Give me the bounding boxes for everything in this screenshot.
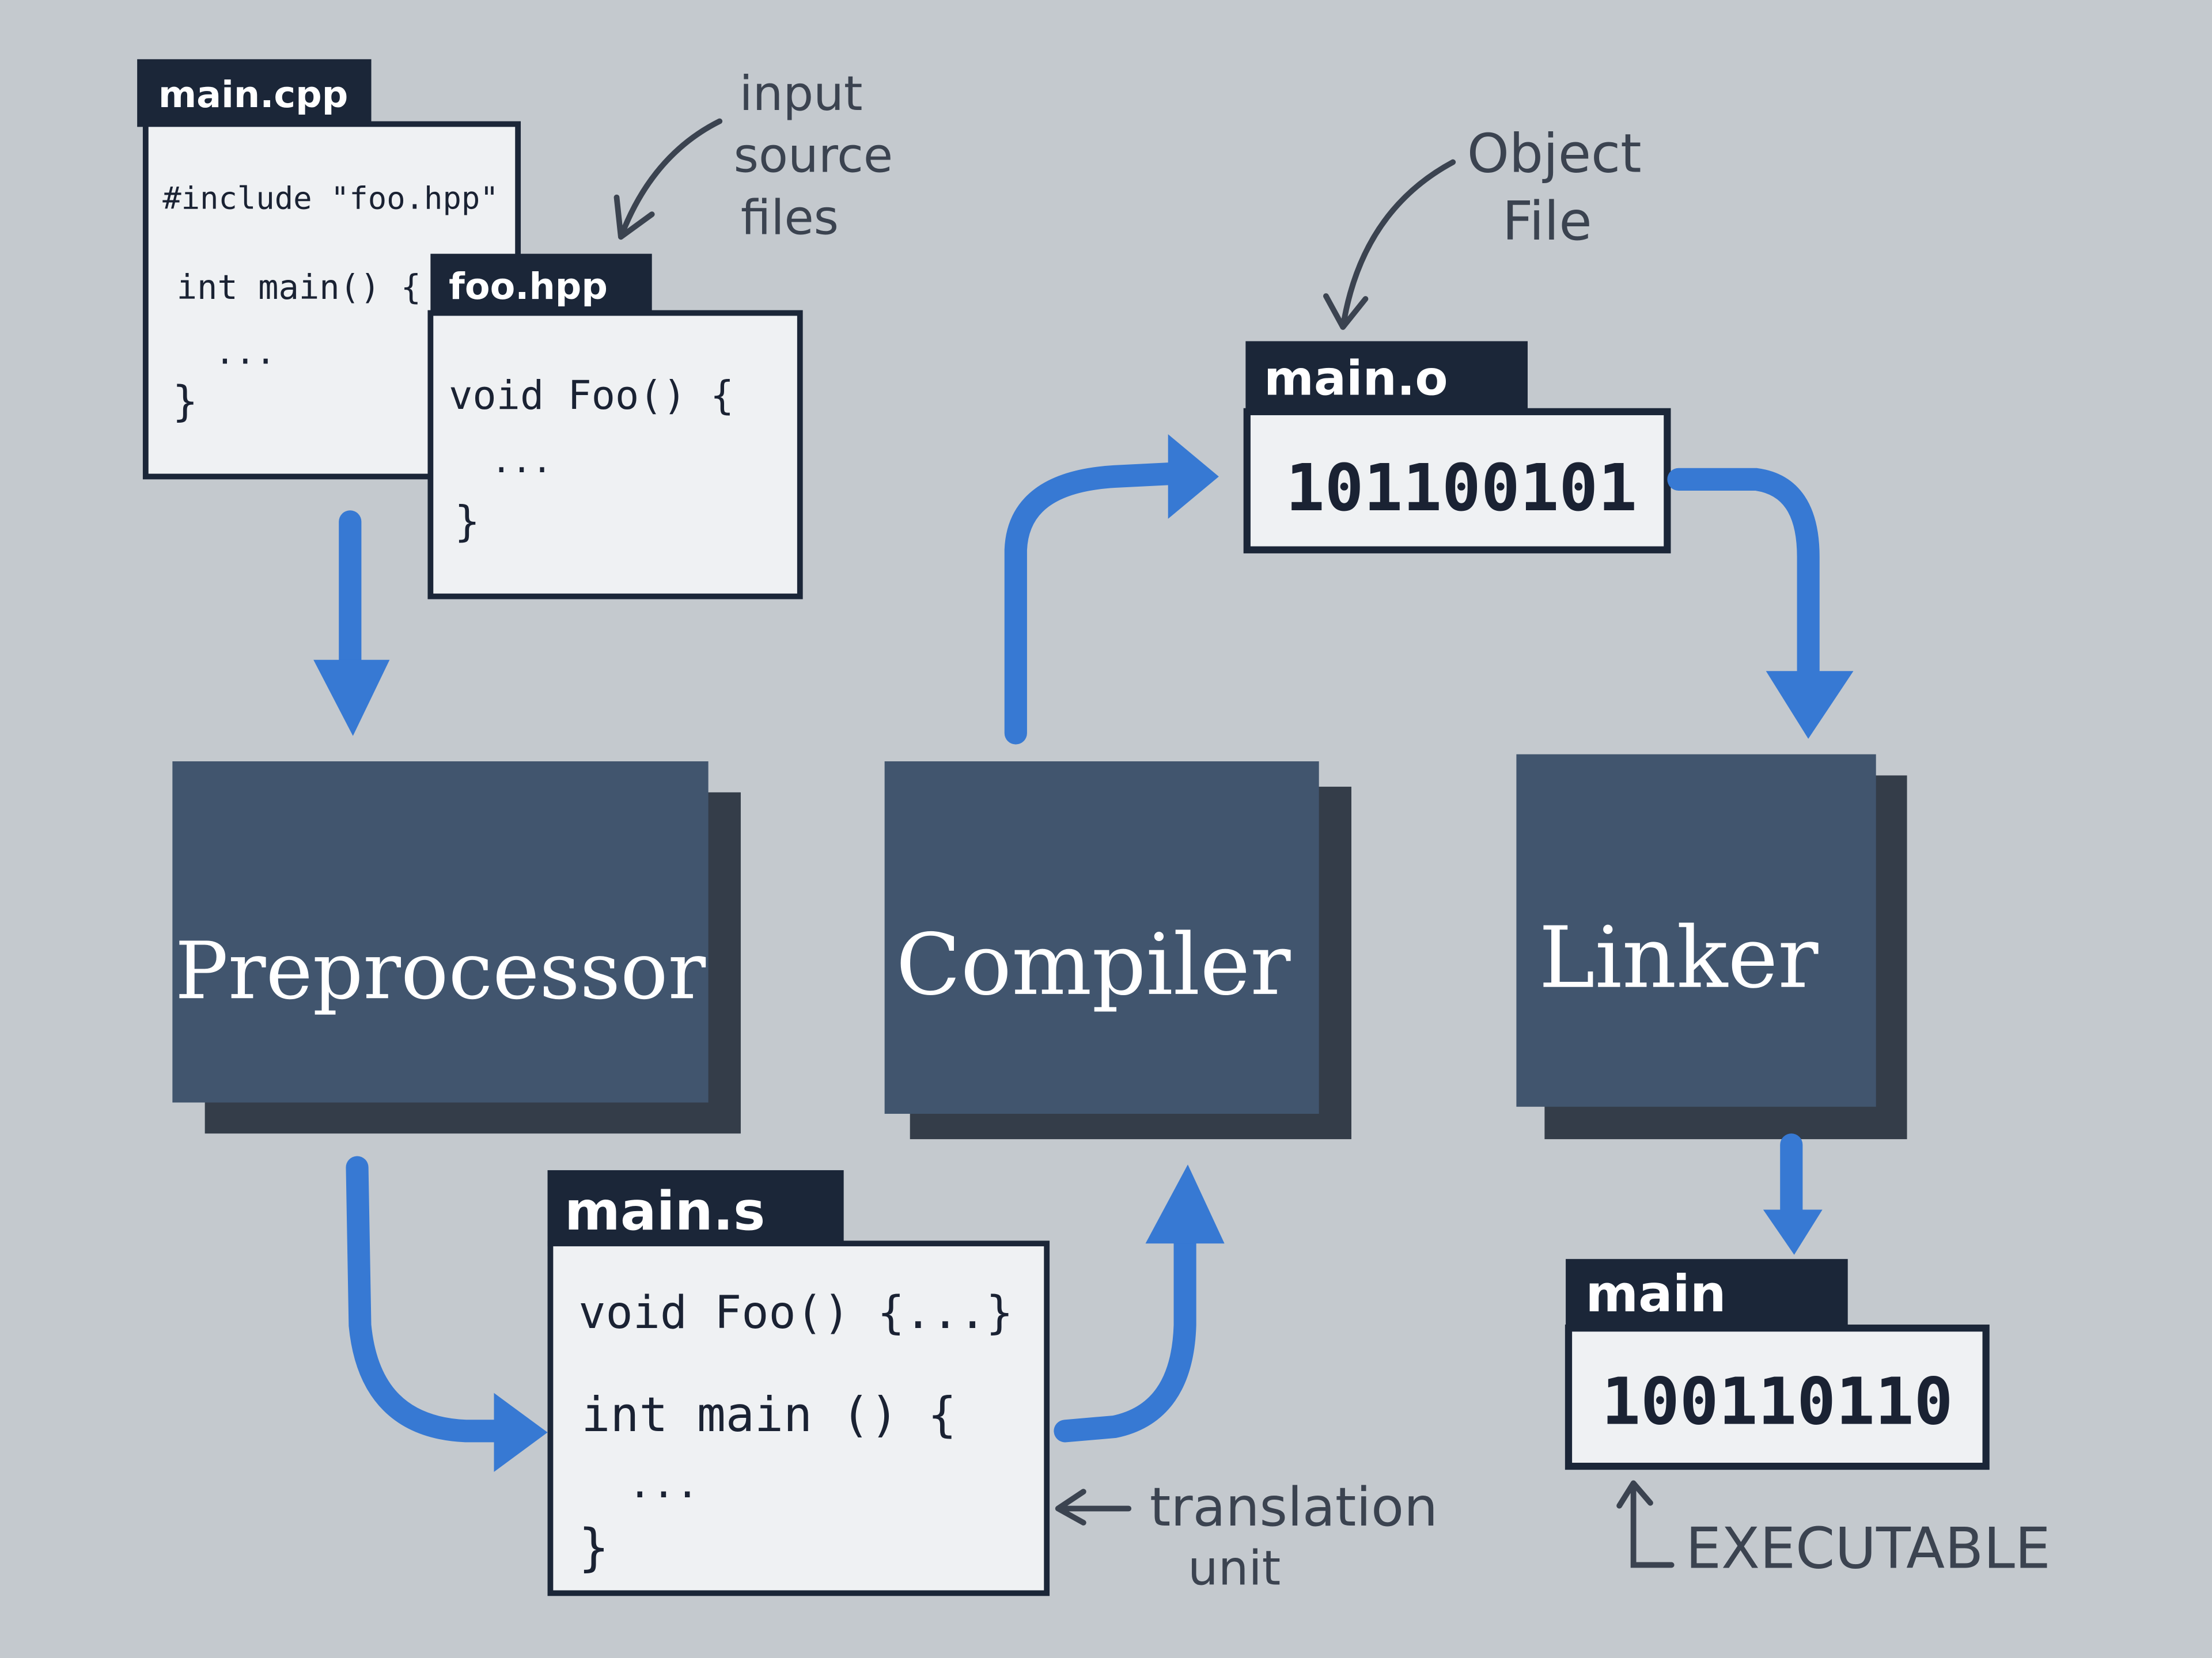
box: [1516, 754, 1876, 1107]
arrow-translation-unit-to-compiler: [1054, 1164, 1225, 1443]
annotation-arrow-icon: [1616, 1480, 1675, 1568]
annotation-translation-unit: translation unit: [1055, 1476, 1438, 1596]
annotation-text: files: [741, 189, 839, 245]
file-name: foo.hpp: [449, 265, 608, 308]
file-tab: [547, 1170, 844, 1247]
file-paper: [1565, 1325, 1990, 1470]
annotation-text: source: [734, 128, 893, 184]
file-tab: [430, 253, 652, 316]
annotation-text: input: [739, 66, 862, 122]
code-line: int main() {: [177, 267, 421, 307]
stage-preprocessor: Preprocessor: [172, 761, 741, 1134]
arrow-linker-to-executable: [1763, 1133, 1823, 1255]
file-paper: [427, 310, 803, 600]
file-main-s: main.s void Foo() {...} int main () { ..…: [547, 1170, 1050, 1596]
annotation-text: translation: [1150, 1476, 1438, 1538]
file-main-executable: main 100110110: [1565, 1259, 1990, 1470]
arrow-sources-to-preprocessor: [313, 510, 390, 736]
binary-content: 100110110: [1601, 1364, 1953, 1440]
file-tab: [1566, 1259, 1848, 1331]
stage-compiler: Compiler: [884, 761, 1351, 1140]
stage-label: Linker: [1539, 909, 1819, 1007]
annotation-arrow-icon: [1323, 159, 1456, 330]
file-tab: [137, 59, 372, 127]
arrow-compiler-to-object: [1004, 434, 1219, 745]
code-line: int main () {: [581, 1387, 956, 1443]
code-line: void Foo() {...}: [578, 1287, 1013, 1339]
code-line: ...: [628, 1461, 699, 1507]
code-line: ...: [215, 332, 276, 372]
annotation-executable: EXECUTABLE: [1616, 1480, 2051, 1581]
annotation-object-file: Object File: [1323, 123, 1642, 330]
file-name: main.o: [1264, 350, 1448, 406]
code-line: void Foo() {: [449, 373, 734, 419]
annotation-text: File: [1502, 190, 1592, 252]
code-line: }: [578, 1517, 609, 1577]
file-name: main.s: [565, 1180, 766, 1242]
annotation-arrow-icon: [1055, 1489, 1132, 1526]
code-line: }: [454, 497, 480, 546]
stage-label: Preprocessor: [175, 925, 706, 1017]
file-name: main: [1585, 1264, 1726, 1323]
file-name: main.cpp: [158, 74, 348, 116]
file-paper: [1243, 408, 1671, 553]
box: [884, 761, 1319, 1114]
annotation-text: EXECUTABLE: [1685, 1516, 2051, 1581]
annotation-arrow-icon: [613, 118, 723, 240]
stage-linker: Linker: [1516, 754, 1907, 1140]
code-line: ...: [491, 441, 552, 480]
annotation-text: Object: [1467, 123, 1642, 185]
annotation-input-source-files: input source files: [613, 66, 893, 245]
code-line: #include "foo.hpp": [162, 180, 499, 216]
file-tab: [1245, 341, 1528, 415]
arrow-preprocessor-to-translation-unit: [346, 1156, 548, 1472]
box: [172, 761, 709, 1103]
file-foo-hpp: foo.hpp void Foo() { ... }: [427, 253, 803, 600]
annotation-text: unit: [1188, 1541, 1281, 1596]
code-line: }: [172, 377, 198, 426]
arrow-object-to-linker: [1667, 468, 1854, 739]
stage-label: Compiler: [896, 916, 1291, 1014]
binary-content: 101100101: [1286, 450, 1637, 526]
file-paper: [547, 1240, 1050, 1596]
file-main-o: main.o 101100101: [1243, 341, 1671, 553]
